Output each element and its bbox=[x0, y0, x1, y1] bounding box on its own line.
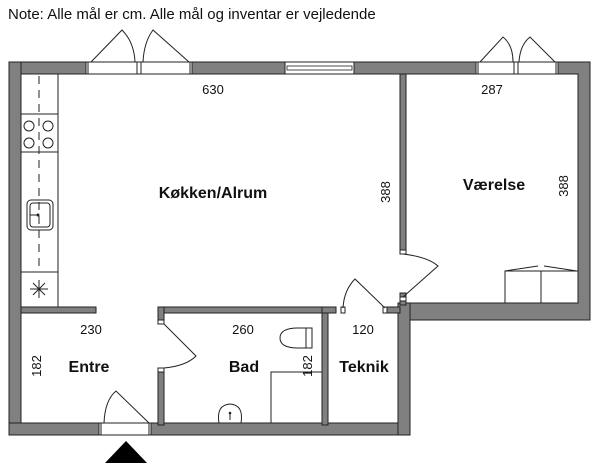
outer-walls bbox=[8, 61, 591, 436]
stove-icon bbox=[23, 120, 54, 149]
room-label-kitchen: Køkken/Alrum bbox=[159, 185, 267, 202]
window-kitchen-fixed bbox=[284, 61, 355, 75]
bathroom-width: 260 bbox=[232, 322, 254, 337]
left-wall bbox=[8, 61, 22, 436]
bath-teknik-wall bbox=[321, 312, 329, 426]
bedroom-width: 287 bbox=[481, 82, 503, 97]
right-lower-wall bbox=[397, 302, 411, 436]
window-bedroom-double bbox=[475, 36, 559, 75]
bottom-wall bbox=[8, 422, 411, 436]
room-label-bathroom: Bad bbox=[229, 359, 259, 376]
bathroom-depth: 182 bbox=[300, 355, 315, 377]
door-teknik bbox=[340, 278, 388, 314]
fridge-icon bbox=[30, 280, 48, 298]
entre-bath-wall-bottom bbox=[157, 369, 165, 426]
room-label-bedroom: Værelse bbox=[463, 177, 525, 194]
toilet-icon bbox=[279, 327, 313, 349]
technical-width: 120 bbox=[352, 322, 374, 337]
bath-top-wall bbox=[157, 306, 329, 314]
room-label-technical: Teknik bbox=[339, 359, 389, 376]
entre-top-wall bbox=[20, 306, 97, 314]
kitchen-bedroom-wall bbox=[399, 73, 407, 251]
wardrobe bbox=[504, 265, 579, 304]
room-label-entrance: Entre bbox=[69, 359, 110, 376]
shower-area bbox=[270, 371, 322, 423]
window-kitchen-double bbox=[85, 29, 193, 75]
bedroom-depth: 388 bbox=[556, 175, 571, 197]
washbasin-icon bbox=[218, 403, 242, 424]
entrance-arrow-icon bbox=[105, 441, 147, 463]
kitchen-depth: 388 bbox=[378, 181, 393, 203]
sink-icon bbox=[26, 199, 54, 231]
teknik-top-wall-left bbox=[321, 306, 337, 314]
door-bedroom bbox=[399, 249, 439, 302]
door-bathroom bbox=[157, 319, 197, 373]
door-entrance bbox=[98, 390, 152, 436]
entrance-width: 230 bbox=[80, 322, 102, 337]
entrance-depth: 182 bbox=[29, 355, 44, 377]
kitchen-width: 630 bbox=[202, 82, 224, 97]
kitchen-counter bbox=[20, 73, 59, 308]
floorplan-note: Note: Alle mål er cm. Alle mål og invent… bbox=[8, 6, 376, 23]
